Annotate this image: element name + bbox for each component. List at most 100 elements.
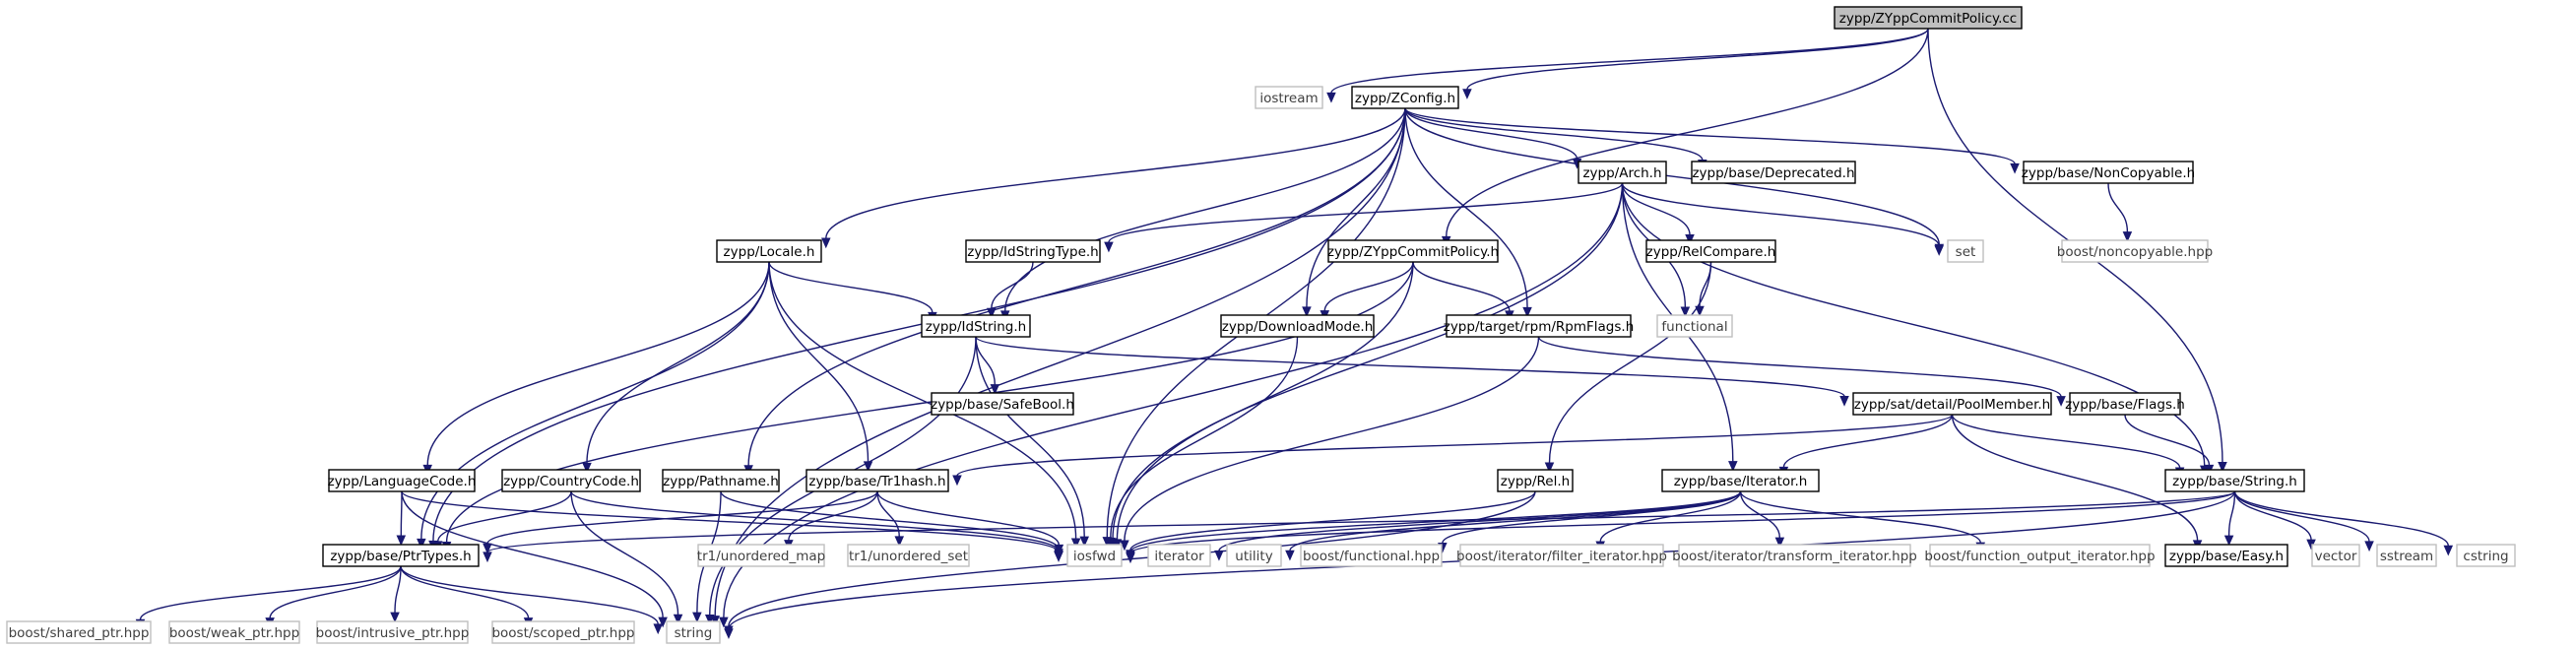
edge-line bbox=[486, 490, 2236, 553]
edge-root-to-iostream bbox=[1326, 28, 1929, 103]
edge-arrowhead bbox=[1544, 462, 1555, 474]
edge-line bbox=[1004, 107, 1406, 311]
node-downloadmode[interactable]: zypp/DownloadMode.h bbox=[1220, 314, 1375, 338]
edge-line bbox=[586, 261, 770, 464]
node-box bbox=[1497, 469, 1574, 492]
node-pathname[interactable]: zypp/Pathname.h bbox=[662, 469, 780, 492]
edge-line bbox=[432, 107, 1406, 542]
node-box bbox=[1661, 469, 1820, 492]
edge-locale-to-tr1hash bbox=[768, 261, 873, 473]
edge-string_h-to-easy bbox=[2223, 490, 2236, 547]
edge-tr1hash-to-ptrtypes bbox=[483, 490, 878, 554]
edge-poolmember-to-easy bbox=[1951, 414, 2203, 552]
node-boost-weak-ptr: boost/weak_ptr.hpp bbox=[168, 620, 300, 644]
node-vector: vector bbox=[2311, 544, 2360, 567]
node-languagecode[interactable]: zypp/LanguageCode.h bbox=[328, 469, 477, 492]
node-box bbox=[2376, 544, 2437, 567]
node-label: zypp/LanguageCode.h bbox=[328, 474, 477, 489]
edge-arrowhead bbox=[2364, 541, 2374, 552]
edge-arrowhead bbox=[1285, 550, 1295, 561]
edge-arrowhead bbox=[1106, 537, 1116, 549]
edge-line bbox=[401, 490, 1060, 553]
edge-arrowhead bbox=[1214, 550, 1224, 561]
node-root[interactable]: zypp/ZYppCommitPolicy.cc bbox=[1834, 6, 2023, 30]
node-deprecated[interactable]: zypp/base/Deprecated.h bbox=[1691, 161, 1856, 184]
edge-arrowhead bbox=[1126, 552, 1135, 564]
edge-arrowhead bbox=[2010, 162, 2020, 174]
edge-string_h-to-sstream bbox=[2233, 490, 2374, 552]
node-easy[interactable]: zypp/base/Easy.h bbox=[2164, 544, 2288, 567]
node-box bbox=[2023, 161, 2194, 184]
edge-arrowhead bbox=[1728, 461, 1738, 472]
node-ptrtypes[interactable]: zypp/base/PtrTypes.h bbox=[322, 544, 480, 567]
node-arch[interactable]: zypp/Arch.h bbox=[1578, 161, 1667, 184]
edge-line bbox=[1323, 261, 1414, 311]
node-box bbox=[1834, 6, 2023, 30]
node-string: string bbox=[666, 620, 721, 644]
edge-line bbox=[139, 565, 402, 620]
node-label: zypp/base/SafeBool.h bbox=[931, 397, 1074, 413]
node-zconfig[interactable]: zypp/ZConfig.h bbox=[1351, 86, 1459, 109]
edge-line bbox=[2124, 414, 2211, 466]
edge-line bbox=[400, 490, 403, 537]
node-box bbox=[168, 620, 300, 644]
edge-arrowhead bbox=[1326, 92, 1336, 103]
edge-arrowhead bbox=[2122, 231, 2133, 242]
node-label: boost/function_output_iterator.hpp bbox=[1924, 549, 2155, 564]
edge-arrowhead bbox=[483, 552, 492, 563]
node-noncopyable[interactable]: zypp/base/NonCopyable.h bbox=[2022, 161, 2195, 184]
node-label: functional bbox=[1661, 319, 1727, 335]
node-flags[interactable]: zypp/base/Flags.h bbox=[2065, 392, 2185, 416]
edge-line bbox=[1466, 28, 1929, 90]
node-safebool[interactable]: zypp/base/SafeBool.h bbox=[931, 392, 1074, 416]
edge-line bbox=[1621, 182, 1940, 246]
edge-poolmember-to-tr1hash bbox=[952, 414, 1954, 487]
edge-line bbox=[401, 490, 664, 618]
node-label: zypp/ZConfig.h bbox=[1355, 91, 1455, 106]
edge-line bbox=[1110, 336, 1299, 539]
node-poolmember[interactable]: zypp/sat/detail/PoolMember.h bbox=[1852, 392, 2052, 416]
node-label: cstring bbox=[2463, 549, 2508, 564]
node-zyppcommitpolicy-h[interactable]: zypp/ZYppCommitPolicy.h bbox=[1327, 239, 1499, 263]
edge-line bbox=[426, 261, 770, 466]
node-box bbox=[1300, 544, 1443, 567]
node-box bbox=[1691, 161, 1856, 184]
node-label: zypp/CountryCode.h bbox=[503, 474, 639, 489]
node-box bbox=[965, 239, 1101, 263]
edge-zconfig-to-string bbox=[710, 107, 1406, 626]
edge-line bbox=[975, 336, 1085, 538]
node-idstring[interactable]: zypp/IdString.h bbox=[921, 314, 1031, 338]
edge-line bbox=[956, 414, 1954, 477]
node-box bbox=[1066, 544, 1123, 567]
node-iterator-h[interactable]: zypp/base/Iterator.h bbox=[1661, 469, 1820, 492]
node-string-h[interactable]: zypp/base/String.h bbox=[2164, 469, 2305, 492]
node-locale[interactable]: zypp/Locale.h bbox=[716, 239, 822, 263]
node-countrycode[interactable]: zypp/CountryCode.h bbox=[501, 469, 641, 492]
edge-idstring-to-poolmember bbox=[975, 336, 1849, 407]
node-rel[interactable]: zypp/Rel.h bbox=[1497, 469, 1574, 492]
node-rpmflags[interactable]: zypp/target/rpm/RpmFlags.h bbox=[1444, 314, 1635, 338]
edge-arrowhead bbox=[2443, 545, 2454, 556]
edge-poolmember-to-iterator_h bbox=[1778, 414, 1954, 478]
edge-arrowhead bbox=[1104, 241, 1114, 253]
edge-arrowhead bbox=[894, 536, 905, 548]
node-functional: functional bbox=[1656, 314, 1733, 338]
edge-line bbox=[2107, 182, 2129, 232]
node-tr1hash[interactable]: zypp/base/Tr1hash.h bbox=[805, 469, 949, 492]
edge-arrowhead bbox=[719, 617, 729, 628]
node-utility: utility bbox=[1226, 544, 1282, 567]
node-label: zypp/Pathname.h bbox=[663, 474, 779, 489]
edge-countrycode-to-string bbox=[570, 490, 683, 625]
node-box bbox=[2061, 239, 2209, 263]
edge-arrowhead bbox=[2056, 396, 2066, 407]
node-idstringtype[interactable]: zypp/IdStringType.h bbox=[965, 239, 1101, 263]
edge-relcompare-to-rel bbox=[1544, 261, 1712, 474]
node-box bbox=[2456, 544, 2516, 567]
node-boost-intrusive-ptr: boost/intrusive_ptr.hpp bbox=[316, 620, 469, 644]
node-box bbox=[1446, 314, 1632, 338]
edge-downloadmode-to-iosfwd bbox=[1106, 336, 1299, 549]
node-label: boost/noncopyable.hpp bbox=[2057, 244, 2213, 260]
node-relcompare[interactable]: zypp/RelCompare.h bbox=[1645, 239, 1776, 263]
edge-line bbox=[1218, 490, 1742, 552]
